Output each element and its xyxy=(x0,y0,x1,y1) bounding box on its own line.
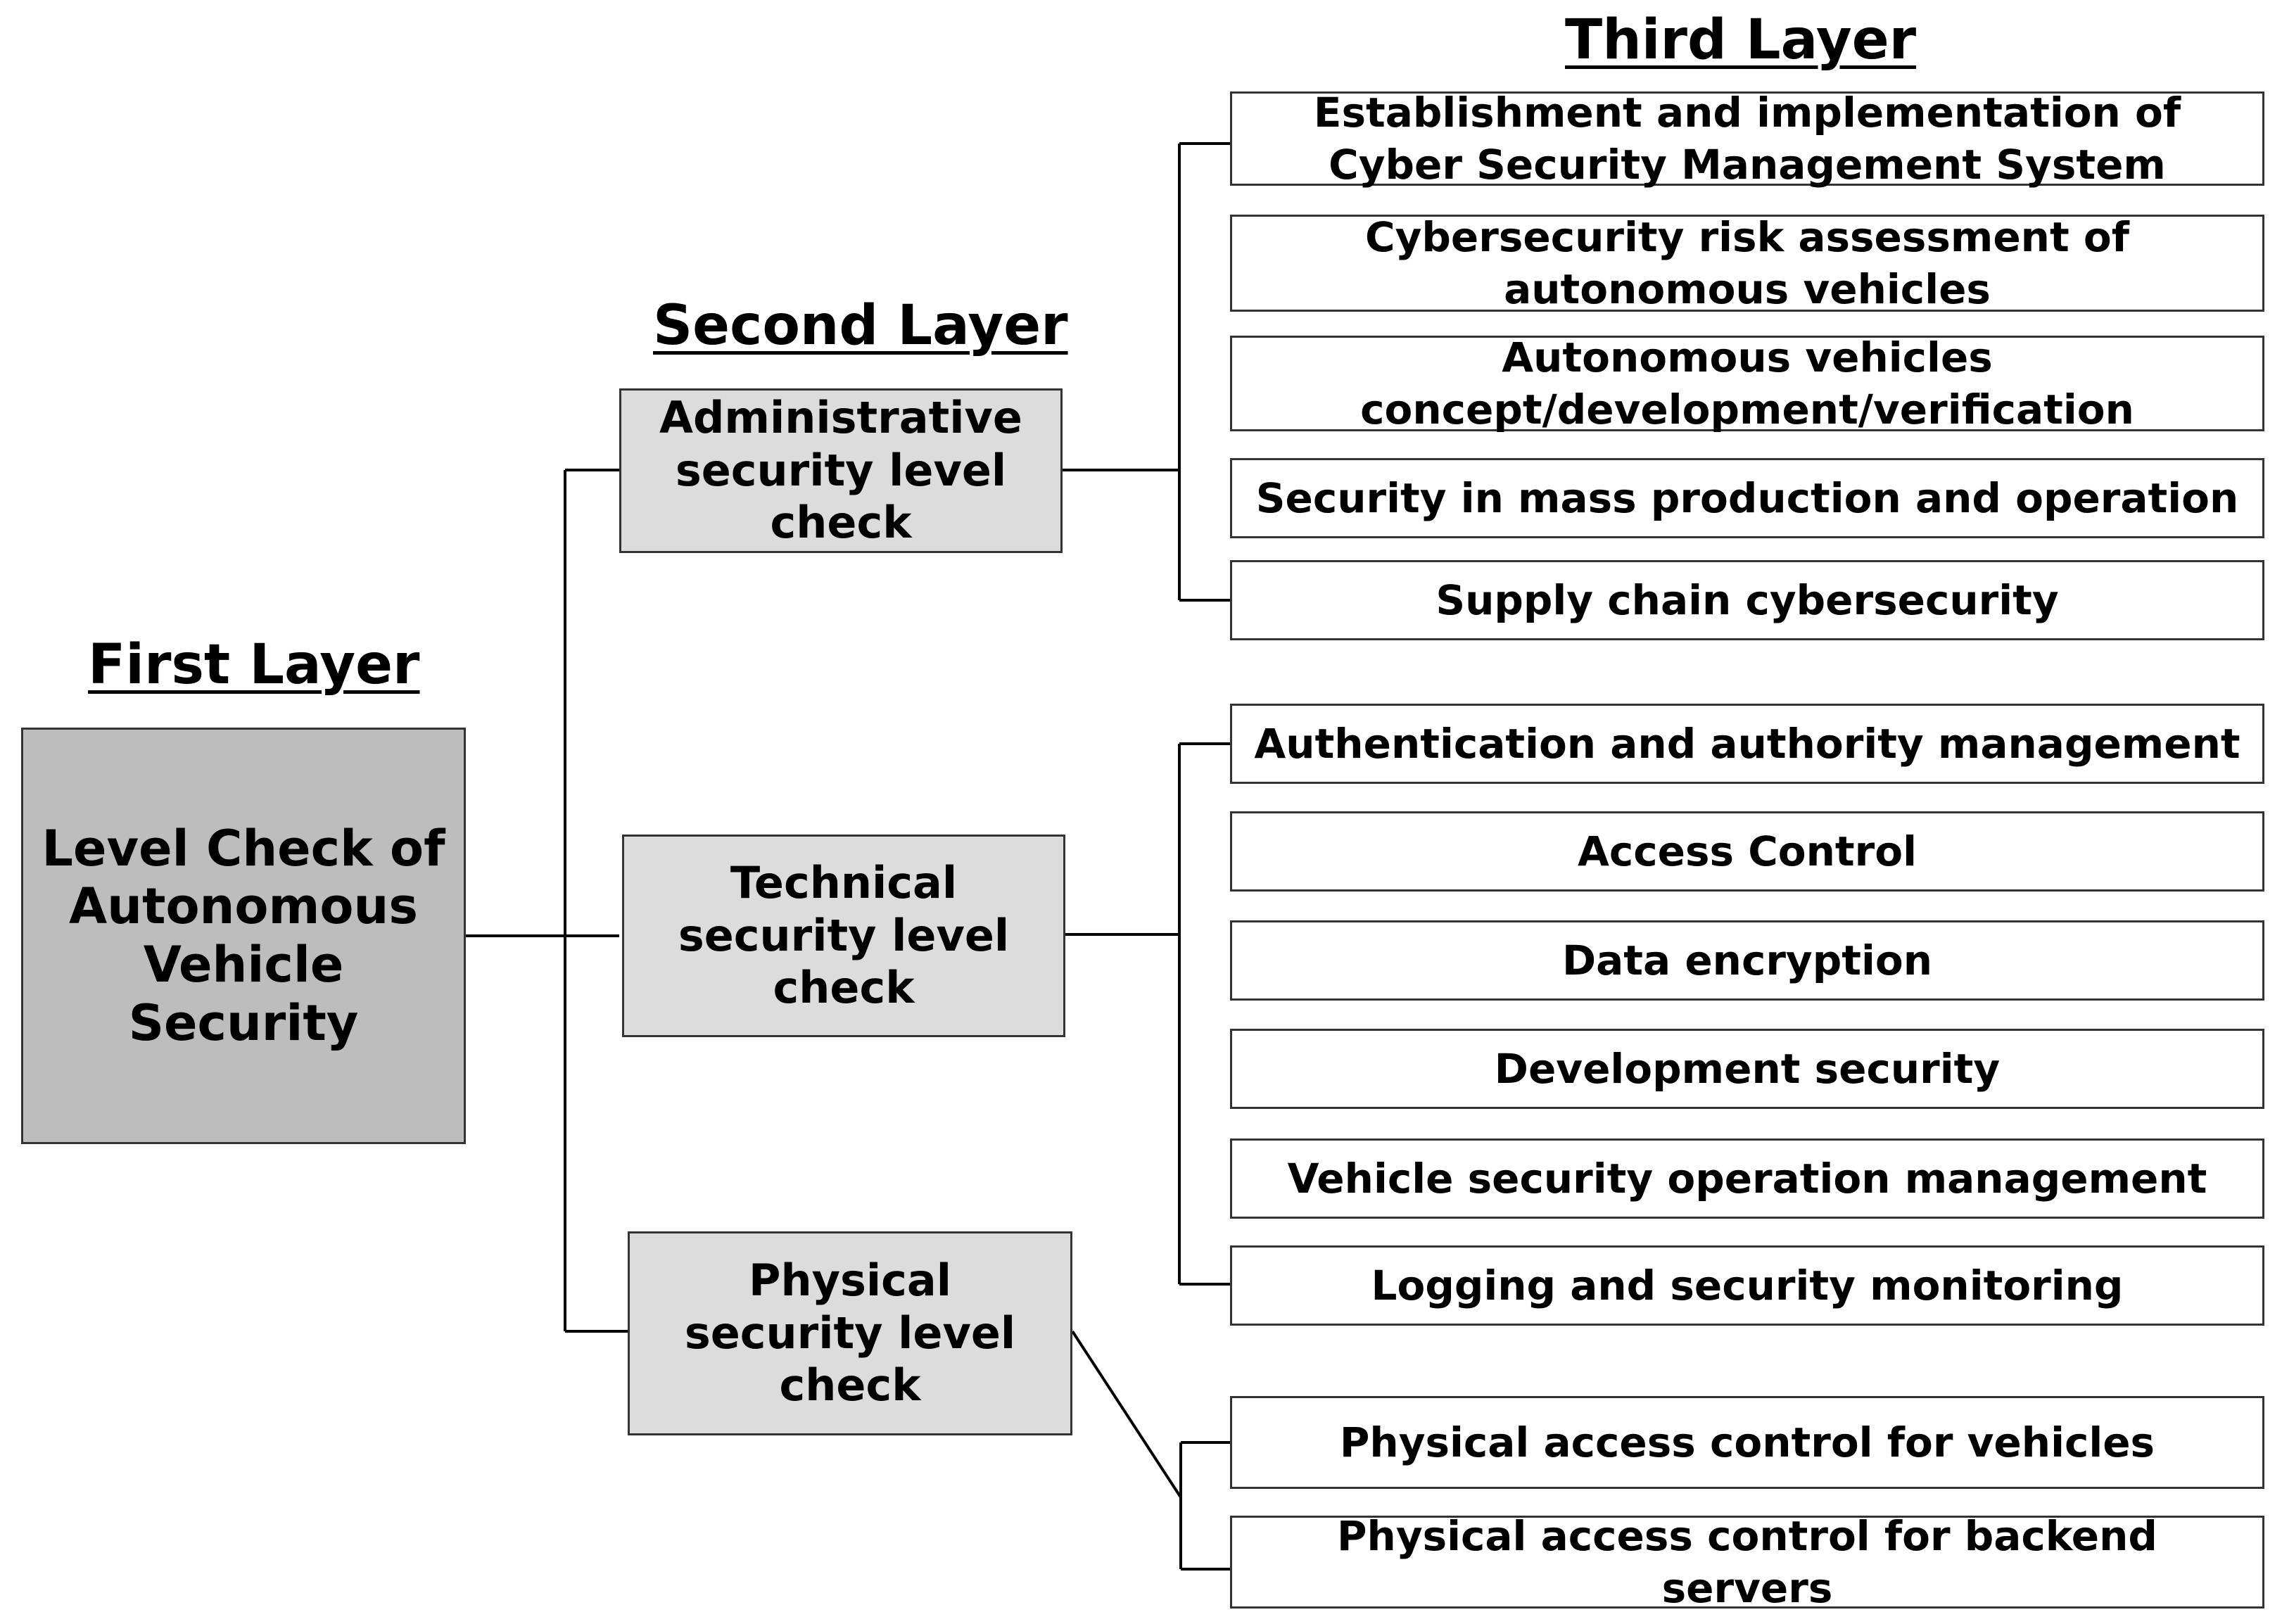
third-node-tech-operation-management: Vehicle security operation management xyxy=(1230,1138,2264,1219)
third-node-label: Access Control xyxy=(1578,827,1917,875)
third-node-admin-concept-development: Autonomous vehicles concept/development/… xyxy=(1230,334,2264,433)
third-node-label: Authentication and authority management xyxy=(1254,719,2240,768)
root-node: Level Check of Autonomous Vehicle Securi… xyxy=(21,728,466,1144)
third-node-admin-risk-assessment: Cybersecurity risk assessment of autonom… xyxy=(1230,213,2264,313)
second-node-technical: Technical security level check xyxy=(622,835,1065,1037)
third-node-label: Physical access control for vehicles xyxy=(1339,1418,2155,1466)
third-node-label: Autonomous vehicles concept/development/… xyxy=(1360,333,2134,433)
third-node-label: Development security xyxy=(1494,1044,2001,1093)
third-node-label: Vehicle security operation management xyxy=(1287,1154,2207,1203)
third-node-tech-access-control: Access Control xyxy=(1230,811,2264,892)
third-node-label: Logging and security monitoring xyxy=(1371,1261,2124,1309)
third-node-physical-vehicles: Physical access control for vehicles xyxy=(1230,1396,2264,1489)
third-node-physical-backend-servers: Physical access control for backend serv… xyxy=(1230,1512,2264,1612)
second-node-label: Technical security level check xyxy=(678,857,1010,1014)
second-node-administrative: Administrative security level check xyxy=(619,388,1063,553)
third-layer-heading: Third Layer xyxy=(1565,8,1917,72)
second-node-physical: Physical security level check xyxy=(628,1231,1072,1435)
second-layer-heading: Second Layer xyxy=(653,294,1068,357)
third-node-label: Supply chain cybersecurity xyxy=(1435,576,2059,624)
third-node-tech-development-security: Development security xyxy=(1230,1029,2264,1109)
third-node-label: Security in mass production and operatio… xyxy=(1255,474,2239,522)
second-node-label: Administrative security level check xyxy=(659,392,1022,549)
third-node-tech-authentication: Authentication and authority management xyxy=(1230,704,2264,784)
first-layer-heading: First Layer xyxy=(88,633,420,697)
third-node-label: Cybersecurity risk assessment of autonom… xyxy=(1365,212,2129,313)
third-node-label: Physical access control for backend serv… xyxy=(1337,1511,2157,1612)
second-node-label: Physical security level check xyxy=(684,1255,1016,1412)
third-node-admin-csms: Establishment and implementation of Cybe… xyxy=(1230,89,2264,189)
third-node-admin-mass-production: Security in mass production and operatio… xyxy=(1230,458,2264,538)
third-node-admin-supply-chain: Supply chain cybersecurity xyxy=(1230,560,2264,640)
third-node-tech-logging-monitoring: Logging and security monitoring xyxy=(1230,1245,2264,1326)
third-node-label: Data encryption xyxy=(1561,936,1933,984)
third-node-label: Establishment and implementation of Cybe… xyxy=(1313,88,2181,189)
root-node-label: Level Check of Autonomous Vehicle Securi… xyxy=(42,819,445,1052)
third-node-tech-data-encryption: Data encryption xyxy=(1230,920,2264,1001)
